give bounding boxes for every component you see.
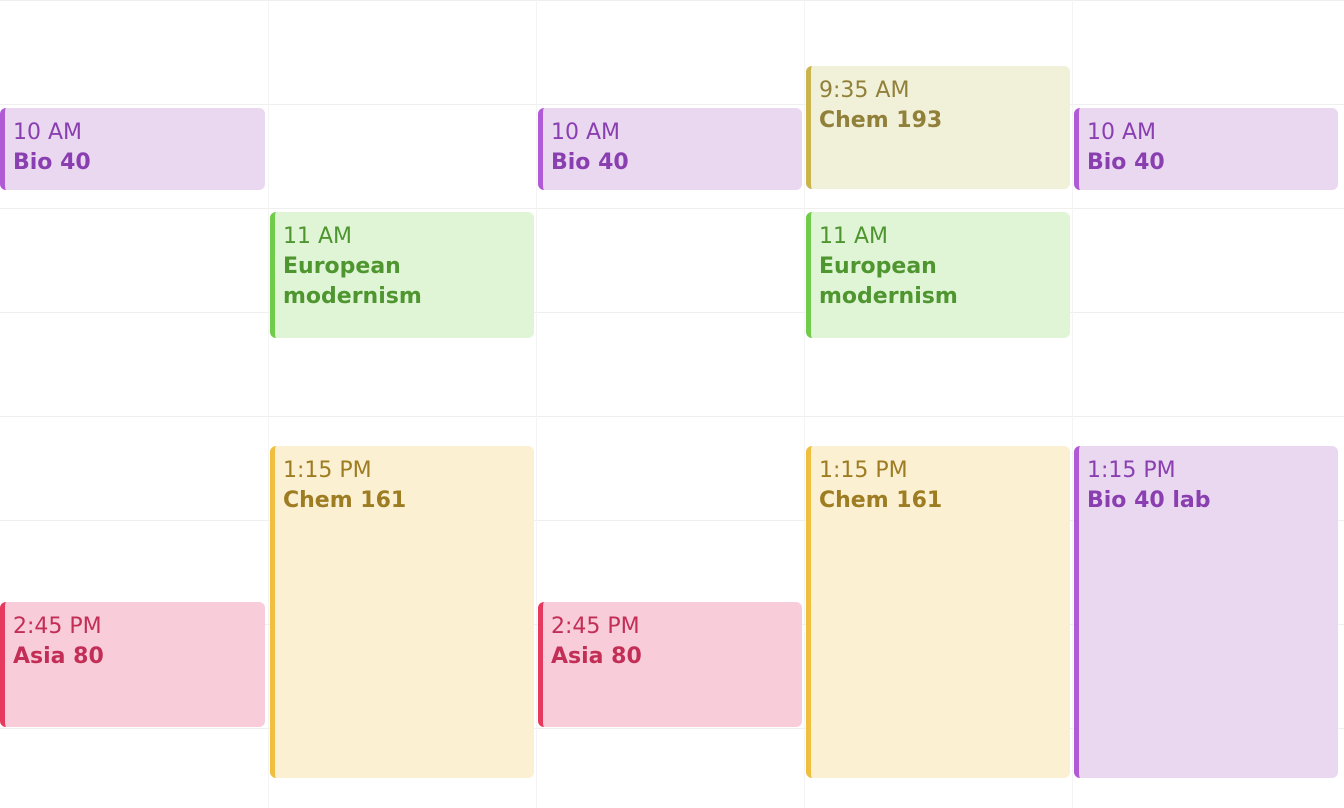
event-time: 10 AM (13, 120, 83, 145)
event-european-modernism[interactable]: 11 AM European modernism (806, 212, 1070, 338)
event-title: Bio 40 (13, 150, 91, 175)
event-title: Bio 40 (1087, 150, 1165, 175)
event-chem-161[interactable]: 1:15 PM Chem 161 (270, 446, 534, 778)
event-title: Bio 40 lab (1087, 488, 1211, 513)
event-title: European modernism (819, 254, 958, 309)
hour-gridline (0, 104, 1344, 105)
event-title: Chem 161 (819, 488, 943, 513)
day-column-divider (268, 0, 269, 808)
event-title: Chem 193 (819, 108, 943, 133)
event-time: 11 AM (283, 224, 353, 249)
event-title: Chem 161 (283, 488, 407, 513)
event-asia-80[interactable]: 2:45 PM Asia 80 (538, 602, 802, 727)
event-time: 1:15 PM (1087, 458, 1176, 483)
event-asia-80[interactable]: 2:45 PM Asia 80 (0, 602, 265, 727)
event-european-modernism[interactable]: 11 AM European modernism (270, 212, 534, 338)
event-bio-40[interactable]: 10 AM Bio 40 (1074, 108, 1338, 190)
event-time: 11 AM (819, 224, 889, 249)
event-time: 1:15 PM (819, 458, 908, 483)
event-time: 1:15 PM (283, 458, 372, 483)
hour-gridline (0, 416, 1344, 417)
event-title: Asia 80 (13, 644, 104, 669)
event-time: 2:45 PM (551, 614, 640, 639)
event-time: 10 AM (551, 120, 621, 145)
day-column-divider (1072, 0, 1073, 808)
event-bio-40[interactable]: 10 AM Bio 40 (0, 108, 265, 190)
day-column-divider (536, 0, 537, 808)
event-time: 2:45 PM (13, 614, 102, 639)
event-bio-40[interactable]: 10 AM Bio 40 (538, 108, 802, 190)
day-column-divider (804, 0, 805, 808)
event-chem-193[interactable]: 9:35 AM Chem 193 (806, 66, 1070, 189)
hour-gridline (0, 312, 1344, 313)
event-title: Bio 40 (551, 150, 629, 175)
event-title: European modernism (283, 254, 422, 309)
hour-gridline (0, 0, 1344, 1)
event-title: Asia 80 (551, 644, 642, 669)
event-chem-161[interactable]: 1:15 PM Chem 161 (806, 446, 1070, 778)
event-bio-40-lab[interactable]: 1:15 PM Bio 40 lab (1074, 446, 1338, 778)
hour-gridline (0, 208, 1344, 209)
event-time: 9:35 AM (819, 78, 910, 103)
hour-gridline (0, 728, 1344, 729)
hour-gridline (0, 520, 1344, 521)
event-time: 10 AM (1087, 120, 1157, 145)
